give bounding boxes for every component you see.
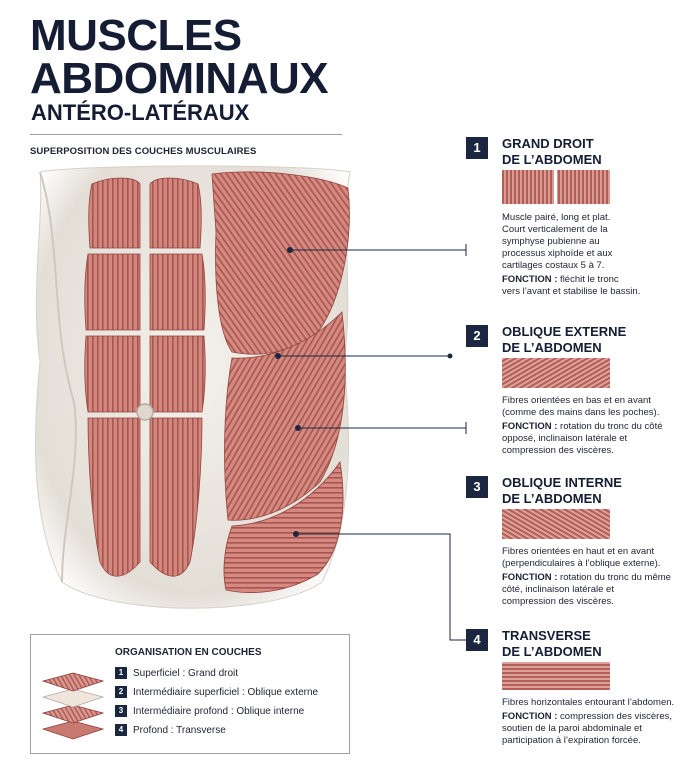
muscle-number: 2 [466, 325, 488, 347]
muscle-number: 1 [466, 137, 488, 159]
description-line: cartilages costaux 5 à 7. [502, 260, 605, 271]
function-line: compression des viscères. [502, 445, 614, 456]
description-line: (perpendiculaires à l’oblique externe). [502, 558, 661, 569]
muscle-title-line1: OBLIQUE INTERNE [502, 475, 622, 490]
fiber-swatch-vertical [502, 170, 610, 204]
fiber-swatch-horizontal [502, 662, 610, 690]
function-label: FONCTION : [502, 572, 558, 583]
muscle-title-line1: OBLIQUE EXTERNE [502, 324, 627, 339]
fiber-swatch-diagonal-down [502, 358, 610, 388]
page-title-line1: MUSCLES [30, 11, 242, 60]
description-line: (comme des mains dans les poches). [502, 407, 660, 418]
muscle-title-line2: DE L’ABDOMEN [502, 152, 602, 167]
description-line: Fibres orientées en haut et en avant [502, 546, 655, 557]
function-text: FONCTION : rotation du tronc du même [502, 572, 698, 584]
function-line: participation à l’expiration forcée. [502, 735, 641, 746]
muscle-title-line2: DE L’ABDOMEN [502, 644, 602, 659]
description-line: processus xiphoïde et aux [502, 248, 613, 259]
function-label: FONCTION : [502, 711, 558, 722]
muscle-title-line1: GRAND DROIT [502, 136, 594, 151]
function-line: compression des viscères. [502, 596, 614, 607]
function-line: soutien de la paroi abdominale et [502, 723, 642, 734]
description-line: Fibres horizontales entourant l’abdomen. [502, 697, 675, 708]
function-line: rotation du tronc du côté [557, 421, 663, 432]
muscle-description: Fibres orientées en bas et en avant (com… [502, 395, 698, 457]
function-line: côté, inclinaison latérale et [502, 584, 614, 595]
muscle-title-line2: DE L’ABDOMEN [502, 340, 602, 355]
legend-number: 2 [115, 686, 127, 699]
muscle-description: Muscle pairé, long et plat. Court vertic… [502, 212, 698, 298]
function-text: FONCTION : fléchit le tronc [502, 274, 698, 286]
muscle-description: Fibres horizontales entourant l’abdomen.… [502, 697, 698, 747]
legend-item: 4 Profond : Transverse [115, 724, 226, 738]
function-text: FONCTION : compression des viscères, [502, 711, 698, 723]
legend-item: 3 Intermédiaire profond : Oblique interne [115, 705, 304, 719]
muscle-title-line2: DE L’ABDOMEN [502, 491, 602, 506]
legend-label: Intermédiaire profond : Oblique interne [133, 706, 305, 717]
legend-label: Profond : Transverse [133, 725, 226, 736]
legend-number: 4 [115, 724, 127, 737]
rectus-abdominis [84, 177, 206, 577]
legend-number: 3 [115, 705, 127, 718]
legend-item: 1 Superficiel : Grand droit [115, 667, 238, 681]
muscle-description: Fibres orientées en haut et en avant (pe… [502, 546, 698, 608]
description-line: symphyse pubienne au [502, 236, 600, 247]
layers-legend: ORGANISATION EN COUCHES 1 Superficiel : G… [30, 634, 350, 754]
header-divider [30, 134, 342, 135]
abdomen-illustration [35, 165, 351, 609]
legend-label: Superficiel : Grand droit [133, 668, 239, 679]
left-flank [39, 171, 77, 583]
layer-stack-icon [41, 672, 105, 740]
diagram-subtitle: SUPERPOSITION DES COUCHES MUSCULAIRES [30, 146, 257, 157]
function-text: FONCTION : rotation du tronc du côté [502, 421, 698, 433]
function-line: compression des viscères, [557, 711, 672, 722]
muscle-number: 3 [466, 476, 488, 498]
description-line: Muscle pairé, long et plat. [502, 212, 611, 223]
function-line: opposé, inclinaison latérale et [502, 433, 628, 444]
muscle-title: GRAND DROIT DE L’ABDOMEN [502, 136, 692, 168]
description-line: Court verticalement de la [502, 224, 608, 235]
function-label: FONCTION : [502, 421, 558, 432]
navel [136, 403, 154, 421]
legend-item: 2 Intermédiaire superficiel : Oblique ext… [115, 686, 318, 700]
muscle-title: TRANSVERSE DE L’ABDOMEN [502, 628, 692, 660]
muscle-title: OBLIQUE INTERNE DE L’ABDOMEN [502, 475, 692, 507]
fiber-swatch-diagonal-up [502, 509, 610, 539]
function-label: FONCTION : [502, 274, 558, 285]
muscle-number: 4 [466, 629, 488, 651]
page-title-line3: ANTÉRO-LATÉRAUX [31, 100, 250, 125]
page-title-line2: ABDOMINAUX [30, 54, 329, 103]
muscle-title: OBLIQUE EXTERNE DE L’ABDOMEN [502, 324, 692, 356]
function-line: vers l’avant et stabilise le bassin. [502, 286, 641, 297]
description-line: Fibres orientées en bas et en avant [502, 395, 651, 406]
muscle-title-line1: TRANSVERSE [502, 628, 591, 643]
internal-oblique [224, 311, 346, 521]
function-line: rotation du tronc du même [557, 572, 671, 583]
function-line: fléchit le tronc [557, 274, 619, 285]
legend-number: 1 [115, 667, 127, 680]
legend-label: Intermédiaire superficiel : Oblique exte… [133, 687, 319, 698]
legend-title: ORGANISATION EN COUCHES [115, 647, 262, 658]
